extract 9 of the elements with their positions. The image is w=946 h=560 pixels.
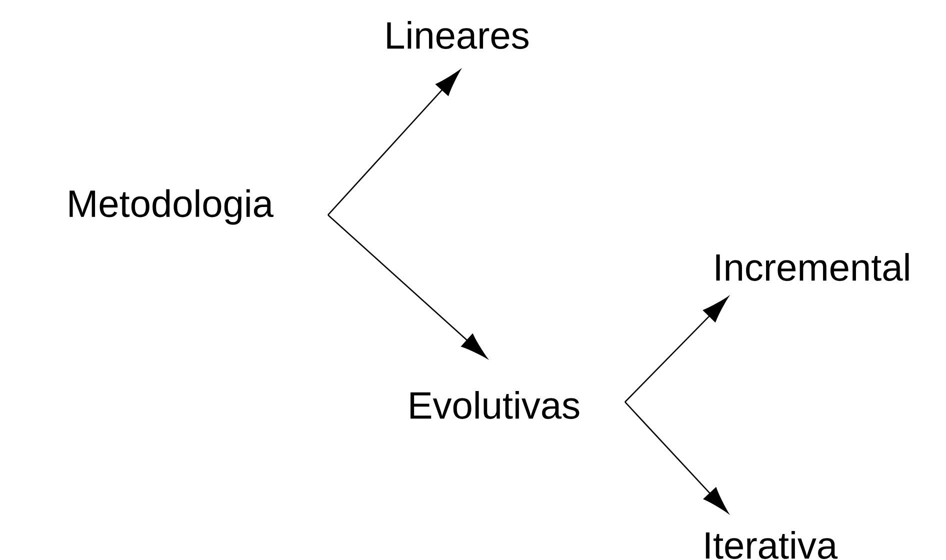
node-label: Metodologia [70, 189, 274, 225]
arrow [624, 402, 728, 514]
node-label: Incremental [716, 253, 909, 281]
node-label: Lineares [387, 21, 528, 49]
node-label: Iterativa [706, 531, 838, 559]
arrow [624, 296, 728, 402]
arrow [328, 214, 488, 358]
arrow [328, 70, 460, 216]
node-label: Evolutivas [410, 391, 580, 419]
